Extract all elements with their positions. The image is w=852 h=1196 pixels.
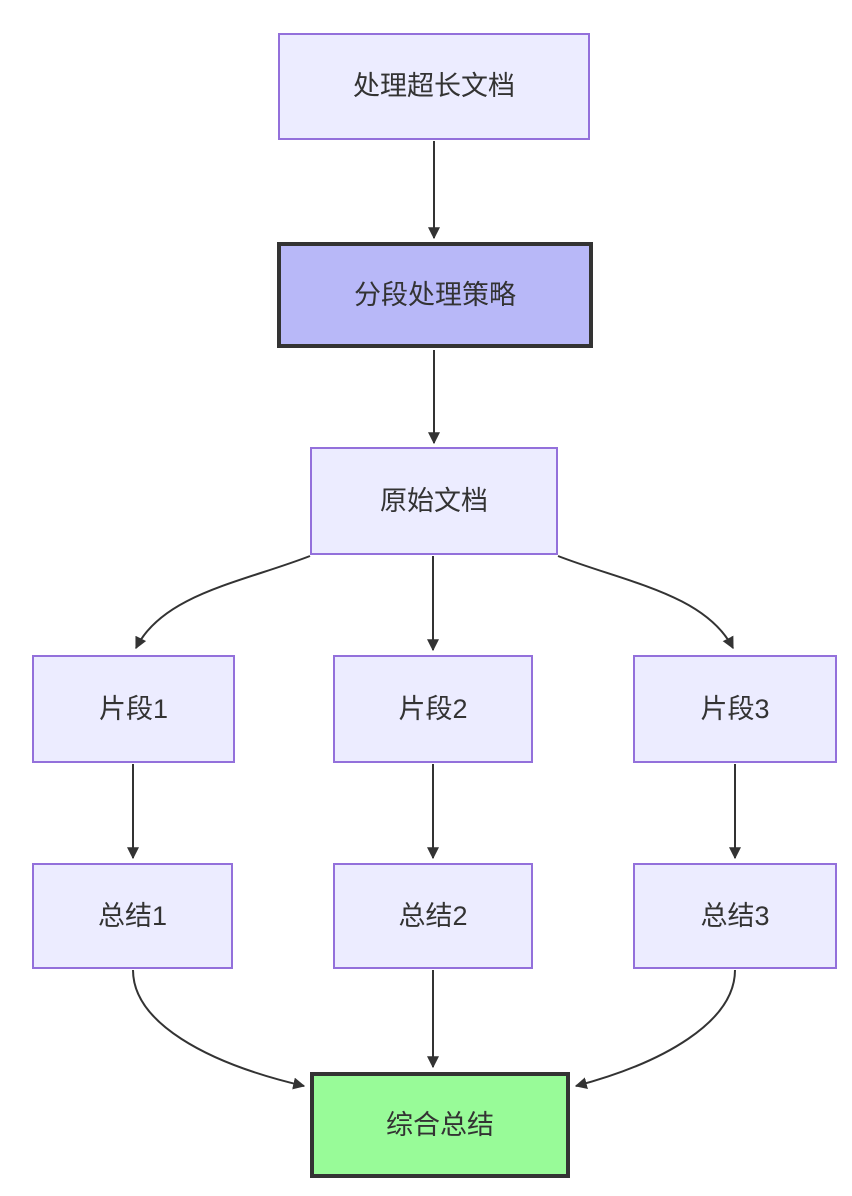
node-label: 处理超长文档 <box>353 71 515 102</box>
node-label: 原始文档 <box>380 485 488 516</box>
node-label: 片段2 <box>398 693 468 724</box>
node-fragment-2: 片段2 <box>333 655 533 763</box>
node-process-long-document: 处理超长文档 <box>278 33 590 140</box>
node-segmentation-strategy: 分段处理策略 <box>277 242 593 348</box>
node-label: 分段处理策略 <box>354 279 516 310</box>
node-combined-summary: 综合总结 <box>310 1072 570 1178</box>
node-summary-2: 总结2 <box>333 863 533 969</box>
node-fragment-3: 片段3 <box>633 655 837 763</box>
node-label: 总结1 <box>97 900 168 931</box>
node-summary-1: 总结1 <box>32 863 233 969</box>
edge-summary-1-to-combined <box>132 969 306 1090</box>
edge-original-to-fragment-1 <box>135 555 311 650</box>
node-original-document: 原始文档 <box>310 447 558 555</box>
node-fragment-1: 片段1 <box>32 655 235 763</box>
edge-original-to-fragment-3 <box>557 555 734 650</box>
node-label: 片段3 <box>700 693 770 724</box>
node-label: 总结3 <box>700 900 770 931</box>
node-label: 总结2 <box>398 900 468 931</box>
edge-summary-3-to-combined <box>574 969 736 1090</box>
node-label: 综合总结 <box>386 1109 494 1140</box>
node-summary-3: 总结3 <box>633 863 837 969</box>
node-label: 片段1 <box>98 693 169 724</box>
